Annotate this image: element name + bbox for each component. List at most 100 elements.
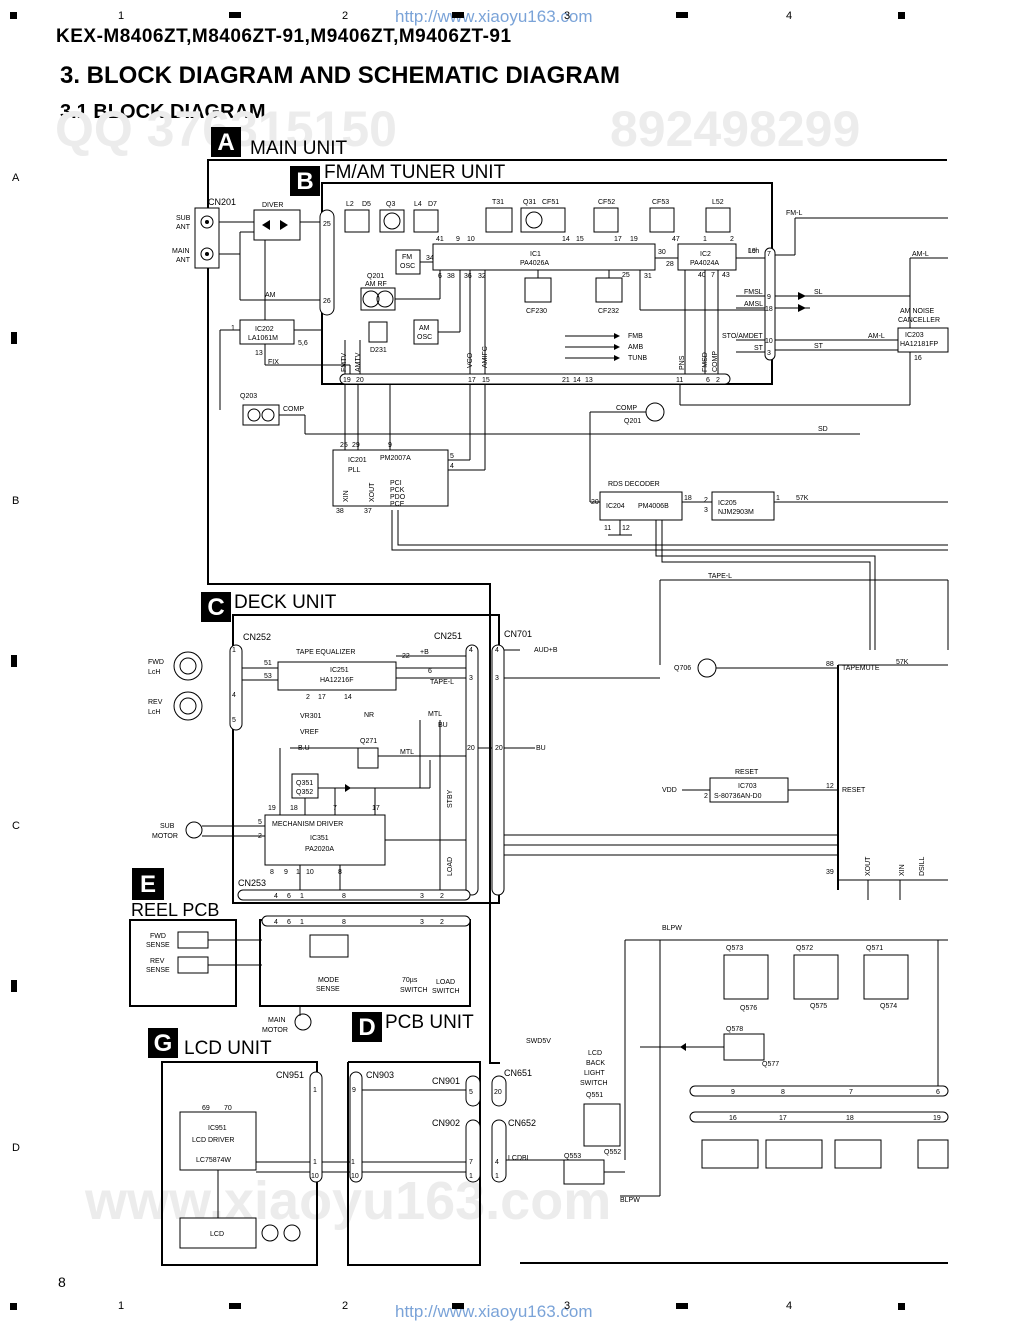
main-right-area xyxy=(347,665,948,1266)
pin: 8 xyxy=(338,869,342,876)
label-mode-sense: MODE xyxy=(318,977,339,984)
label-am: AM xyxy=(265,292,276,299)
pin: 32 xyxy=(478,273,486,280)
label-amb: AMB xyxy=(628,344,644,351)
pin: 7 xyxy=(333,805,337,812)
label-sub-ant: SUB xyxy=(176,215,191,222)
label-fmsd: FMSD xyxy=(702,352,709,372)
label-pm4006b: PM4006B xyxy=(638,503,669,510)
label-ha12181fp: HA12181FP xyxy=(900,341,938,348)
label-lcd-back4: SWITCH xyxy=(580,1080,608,1087)
label-57k-b: 57K xyxy=(896,659,909,666)
label-q573: Q573 xyxy=(726,945,743,952)
label-fix: FIX xyxy=(268,359,279,366)
pin: 2 xyxy=(716,377,720,384)
label-cn903: CN903 xyxy=(366,1070,394,1080)
pin: 30 xyxy=(658,249,666,256)
pin: 14 xyxy=(562,236,570,243)
pin: 2 xyxy=(440,893,444,900)
label-tunb: TUNB xyxy=(628,355,647,362)
label-cn902: CN902 xyxy=(432,1118,460,1128)
label-d5: D5 xyxy=(362,201,371,208)
pin: 51 xyxy=(264,660,272,667)
label-ha12216f: HA12216F xyxy=(320,677,353,684)
label-sub-ant2: ANT xyxy=(176,224,191,231)
pin: 22 xyxy=(402,653,410,660)
main-unit-outline xyxy=(207,159,947,1064)
pin: 1 xyxy=(300,919,304,926)
label-s80736an: S-80736AN-D0 xyxy=(714,793,762,800)
label-q574: Q574 xyxy=(880,1003,897,1010)
pin: 88 xyxy=(826,661,834,668)
label-cn652: CN652 xyxy=(508,1118,536,1128)
pin: 8 xyxy=(342,919,346,926)
pin: 34 xyxy=(426,255,434,262)
pin: 9 xyxy=(388,442,392,449)
label-70us-switch: SWITCH xyxy=(400,987,428,994)
pin: 2 xyxy=(440,919,444,926)
label-tape-l-deck: TAPE-L xyxy=(430,679,454,686)
grid-col-1-bottom: 1 xyxy=(118,1300,125,1312)
label-blpw2: BLPW xyxy=(662,925,682,932)
badge-letter-a: A xyxy=(217,129,234,156)
label-xout2: XOUT xyxy=(865,856,872,876)
label-fmsl: FMSL xyxy=(744,289,763,296)
label-cn251: CN251 xyxy=(434,631,462,641)
pin: 5 xyxy=(258,819,262,826)
pin: 5 xyxy=(232,717,236,724)
pin: 5 xyxy=(450,453,454,460)
unit-name-reel: REEL PCB xyxy=(131,900,220,920)
unit-name-tuner: FM/AM TUNER UNIT xyxy=(324,162,506,183)
label-mtl2: MTL xyxy=(400,749,414,756)
pin: 12 xyxy=(622,525,630,532)
pin: 8 xyxy=(342,893,346,900)
label-am-osc: AM xyxy=(419,325,430,332)
pin: 29 xyxy=(352,442,360,449)
grid-col-4-bottom: 4 xyxy=(786,1300,793,1312)
label-sl: SL xyxy=(814,289,823,296)
label-am-l: AM-L xyxy=(868,333,885,340)
pin: 10 xyxy=(351,1173,359,1180)
label-bu: BU xyxy=(438,722,448,729)
label-lcd: LCD xyxy=(210,1231,224,1238)
label-l52: L52 xyxy=(712,199,724,206)
label-plus-b: +B xyxy=(420,649,429,656)
pin: 3 xyxy=(495,675,499,682)
unit-name-deck: DECK UNIT xyxy=(234,592,337,613)
pin: 6 xyxy=(428,668,432,675)
pin: 2 xyxy=(704,793,708,800)
pin: 10 xyxy=(765,338,773,345)
label-d7: D7 xyxy=(428,201,437,208)
pin: 20 xyxy=(494,1089,502,1096)
label-70us: 70µs xyxy=(402,977,418,984)
pin: 1 xyxy=(232,647,236,654)
label-sd: SD xyxy=(818,426,828,433)
pin: 1 xyxy=(703,236,707,243)
label-q351: Q351 xyxy=(296,780,313,787)
pin: 8 xyxy=(781,1089,785,1096)
pin: 28 xyxy=(666,261,674,268)
pin: 7 xyxy=(849,1089,853,1096)
badge-a: A xyxy=(211,127,241,157)
label-diver: DIVER xyxy=(262,202,283,209)
label-lcd-driver: LCD DRIVER xyxy=(192,1137,234,1144)
pin: 19 xyxy=(933,1115,941,1122)
label-ic703: IC703 xyxy=(738,783,757,790)
label-am-rf: AM RF xyxy=(365,281,387,288)
label-lch: Lch xyxy=(748,248,759,255)
label-fwd-sense: FWD xyxy=(150,933,166,940)
pin: 18 xyxy=(765,306,773,313)
grid-col-1-top: 1 xyxy=(118,10,125,22)
label-rds-decoder: RDS DECODER xyxy=(608,481,660,488)
pin: 17 xyxy=(468,377,476,384)
pin: 10 xyxy=(467,236,475,243)
label-lcd-back3: LIGHT xyxy=(584,1070,605,1077)
label-q201b: Q201 xyxy=(624,418,641,425)
pin: 9 xyxy=(767,294,771,301)
label-pck: PCK xyxy=(390,487,405,494)
label-load-switch2: SWITCH xyxy=(432,988,460,995)
badge-letter-d: D xyxy=(358,1014,375,1041)
pin: 7 xyxy=(711,272,715,279)
pin: 17 xyxy=(318,694,326,701)
